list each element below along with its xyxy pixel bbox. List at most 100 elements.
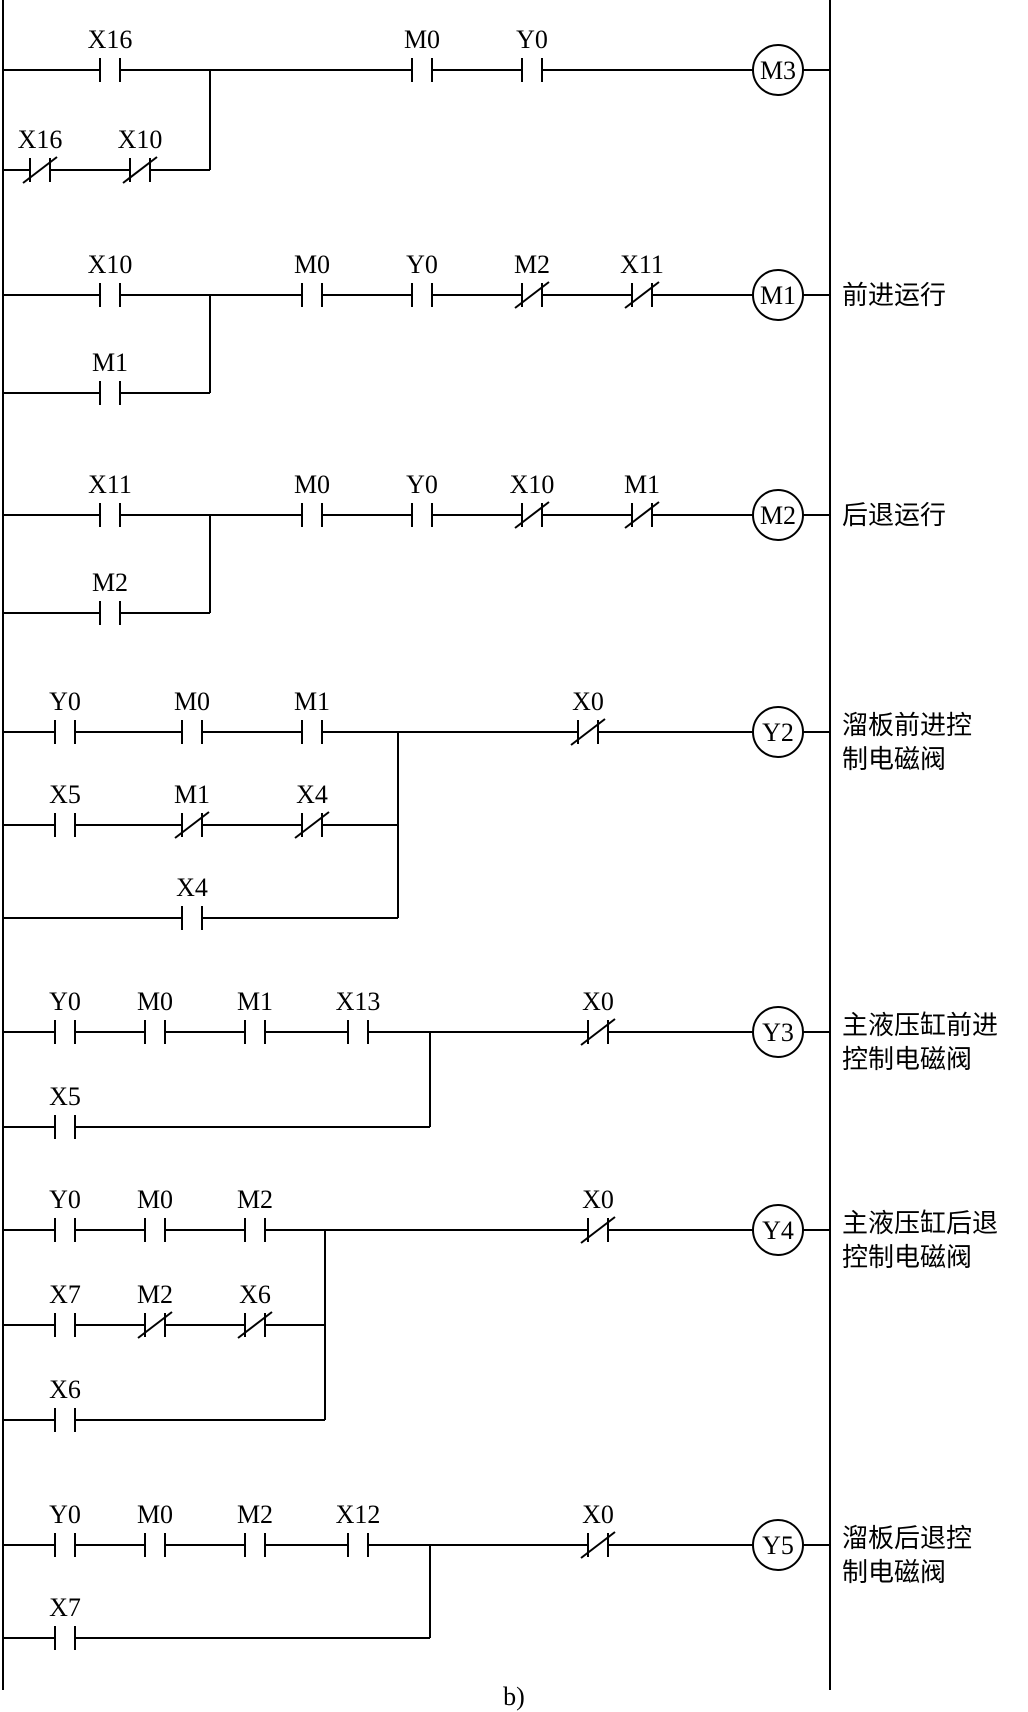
coil-label: M3 xyxy=(760,56,796,85)
contact-m2-nc: M2 xyxy=(137,1280,173,1339)
contact-label: X10 xyxy=(510,470,555,499)
coil-y4: Y4 xyxy=(752,1204,804,1256)
figure-caption: b) xyxy=(503,1682,525,1711)
contact-label: M1 xyxy=(92,348,128,377)
coil-y3: Y3 xyxy=(752,1006,804,1058)
contact-x11-nc: X11 xyxy=(620,250,664,309)
contact-m0-no: M0 xyxy=(174,687,210,744)
contact-y0-no: Y0 xyxy=(49,687,81,744)
contact-label: X12 xyxy=(336,1500,381,1529)
rung-2: M1 前进运行 xyxy=(3,269,946,394)
contact-x16-nc: X16 xyxy=(18,125,63,184)
contact-label: X6 xyxy=(239,1280,271,1309)
contact-label: M0 xyxy=(174,687,210,716)
contact-label: X6 xyxy=(49,1375,81,1404)
contact-x0-nc: X0 xyxy=(580,987,616,1046)
contact-label: X4 xyxy=(296,780,328,809)
contact-slash xyxy=(624,281,660,309)
contact-x10-no: X10 xyxy=(88,250,133,307)
contact-slash xyxy=(624,501,660,529)
contact-y0-no: Y0 xyxy=(49,1500,81,1557)
rung-annotation: 溜板前进控 xyxy=(842,711,972,741)
contact-label: X7 xyxy=(49,1593,81,1622)
coil-label: Y4 xyxy=(762,1216,794,1245)
contact-x0-nc: X0 xyxy=(580,1185,616,1244)
contact-label: Y0 xyxy=(516,25,548,54)
contact-m2-no: M2 xyxy=(237,1500,273,1557)
contact-label: X7 xyxy=(49,1280,81,1309)
contact-label: M0 xyxy=(137,1500,173,1529)
rung-annotation: 主液压缸后退 xyxy=(842,1209,998,1239)
contact-x12-no: X12 xyxy=(336,1500,381,1557)
contact-label: X16 xyxy=(88,25,133,54)
contact-label: M1 xyxy=(294,687,330,716)
coil-label: M1 xyxy=(760,281,796,310)
contact-label: M0 xyxy=(137,987,173,1016)
contact-slash xyxy=(137,1311,173,1339)
contact-m1-nc: M1 xyxy=(624,470,660,529)
contact-m0-no: M0 xyxy=(137,987,173,1044)
contact-label: X4 xyxy=(176,873,208,902)
contact-x13-no: X13 xyxy=(336,987,381,1044)
contact-label: Y0 xyxy=(49,987,81,1016)
contact-x4-nc: X4 xyxy=(294,780,330,839)
contact-x6-no: X6 xyxy=(49,1375,81,1432)
contact-x5-no: X5 xyxy=(49,1082,81,1139)
coil-label: M2 xyxy=(760,501,796,530)
contact-slash xyxy=(122,156,158,184)
contact-m0-no: M0 xyxy=(137,1185,173,1242)
coil-label: Y2 xyxy=(762,718,794,747)
contact-slash xyxy=(580,1531,616,1559)
contact-label: X13 xyxy=(336,987,381,1016)
contact-m2-nc: M2 xyxy=(514,250,550,309)
contact-slash xyxy=(22,156,58,184)
contact-m1-no: M1 xyxy=(294,687,330,744)
contact-m1-no: M1 xyxy=(237,987,273,1044)
coil-m2: M2 xyxy=(752,489,804,541)
contact-x10-nc: X10 xyxy=(510,470,555,529)
contact-label: X10 xyxy=(88,250,133,279)
contact-m0-no: M0 xyxy=(404,25,440,82)
contact-m1-nc: M1 xyxy=(174,780,210,839)
rung-annotation: 后退运行 xyxy=(842,501,946,531)
contact-m2-no: M2 xyxy=(92,568,128,625)
contact-y0-no: Y0 xyxy=(406,470,438,527)
contact-x6-nc: X6 xyxy=(237,1280,273,1339)
contact-x10-nc: X10 xyxy=(118,125,163,184)
contact-label: Y0 xyxy=(406,250,438,279)
contact-slash xyxy=(570,718,606,746)
contact-label: X16 xyxy=(18,125,63,154)
contact-label: X11 xyxy=(620,250,664,279)
contact-x7-no: X7 xyxy=(49,1280,81,1337)
coil-label: Y5 xyxy=(762,1531,794,1560)
contact-m0-no: M0 xyxy=(294,470,330,527)
contact-slash xyxy=(514,281,550,309)
contact-label: M2 xyxy=(92,568,128,597)
contact-y0-no: Y0 xyxy=(49,1185,81,1242)
contact-y0-no: Y0 xyxy=(49,987,81,1044)
contact-label: Y0 xyxy=(49,1500,81,1529)
contact-label: M0 xyxy=(294,250,330,279)
contact-m1-no: M1 xyxy=(92,348,128,405)
contact-label: M1 xyxy=(624,470,660,499)
rung-annotation: 控制电磁阀 xyxy=(842,1243,972,1273)
contact-slash xyxy=(237,1311,273,1339)
contact-m2-no: M2 xyxy=(237,1185,273,1242)
contact-x16-no: X16 xyxy=(88,25,133,82)
rung-annotation: 前进运行 xyxy=(842,281,946,311)
contact-label: Y0 xyxy=(406,470,438,499)
contact-label: X10 xyxy=(118,125,163,154)
contact-label: X5 xyxy=(49,1082,81,1111)
contact-m0-no: M0 xyxy=(294,250,330,307)
contact-label: Y0 xyxy=(49,1185,81,1214)
contact-slash xyxy=(294,811,330,839)
contact-label: X0 xyxy=(582,987,614,1016)
contact-label: X5 xyxy=(49,780,81,809)
contact-slash xyxy=(174,811,210,839)
contact-m0-no: M0 xyxy=(137,1500,173,1557)
